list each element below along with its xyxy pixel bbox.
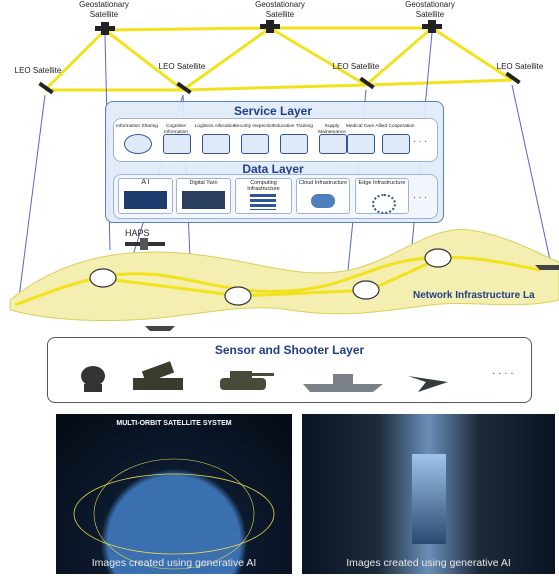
haps-icon — [125, 238, 165, 250]
leo-satellite-icon — [359, 76, 375, 90]
server-rack-icon — [250, 194, 276, 210]
data-item-digital-twin: Digital Twin — [176, 178, 231, 214]
leo-satellite-label: LEO Satellite — [14, 66, 62, 75]
leo-satellite-icon — [505, 71, 521, 85]
data-layer-title: Data Layer — [242, 162, 304, 176]
multi-orbit-title: MULTI-ORBIT SATELLITE SYSTEM — [116, 420, 232, 427]
leo-satellite-label: LEO Satellite — [158, 62, 206, 71]
network-infrastructure-label: Network Infrastructure La — [413, 290, 535, 301]
data-item-edge-infrastructure: Edge Infrastructure — [355, 178, 409, 214]
digital-twin-image — [182, 191, 225, 209]
camera-icon — [241, 134, 269, 154]
orbit-rings — [73, 458, 275, 570]
fighter-jet-icon — [408, 376, 448, 392]
network-terrain — [9, 229, 559, 322]
syringe-icon — [347, 134, 375, 154]
service-item-supply-maintenance: Supply Maintenance — [315, 124, 349, 154]
ship-icons — [145, 265, 559, 331]
graduation-cap-icon — [280, 134, 308, 154]
service-item-cognitive-information: Cognitive Information — [159, 124, 193, 154]
cloud-icon — [311, 194, 335, 208]
data-item-cloud-infrastructure: Cloud Infrastructure — [296, 178, 350, 214]
satellite-links — [43, 26, 513, 92]
network-nodes — [89, 248, 452, 306]
service-item-logistics-allocation: Logistics Allocation — [195, 124, 235, 154]
haps-label: HAPS — [125, 228, 150, 238]
geo-satellite-label: Geostationary Satellite — [405, 0, 455, 19]
geo-satellite-icon — [422, 20, 442, 33]
data-center-image: Images created using generative AI — [302, 414, 555, 574]
service-item-information-sharing: Information Sharing — [116, 124, 158, 154]
network-nodes-icon — [372, 194, 396, 214]
service-layer-title: Service Layer — [233, 104, 313, 118]
calculator-icon — [202, 134, 230, 154]
geo-satellite-label: Geostationary Satellite — [255, 0, 305, 19]
radar-dish-icon — [81, 366, 105, 392]
warship-icon — [303, 374, 383, 392]
leo-satellite-icon — [38, 81, 54, 95]
data-item-ai: A I — [118, 178, 173, 214]
left-image-caption: Images created using generative AI — [91, 557, 257, 569]
geo-satellite-label: Geostationary Satellite — [79, 0, 129, 19]
service-item-allied-cooperation: Allied Cooperation — [375, 124, 415, 154]
leo-satellite-icon — [176, 81, 192, 95]
data-more: · · · — [413, 192, 427, 202]
geo-satellite-icon — [95, 22, 115, 35]
multi-orbit-image: MULTI-ORBIT SATELLITE SYSTEM Images crea… — [56, 414, 292, 574]
sensor-shooter-layer: Sensor and Shooter Layer · · · · — [47, 337, 532, 403]
sensor-shooter-icons — [81, 361, 448, 392]
ai-image — [124, 191, 167, 209]
leo-satellite-label: LEO Satellite — [496, 62, 544, 71]
service-item-medical-care: Medical Care — [343, 124, 377, 154]
information-sharing-icon — [124, 134, 152, 154]
missile-launcher-icon — [133, 361, 183, 390]
tank-icon — [220, 371, 274, 390]
data-item-computing-infrastructure: Computing Infrastructure — [235, 178, 292, 214]
service-item-education-training: Education Training — [273, 124, 313, 154]
geo-satellite-icon — [260, 20, 280, 33]
sensor-more: · · · · — [492, 368, 514, 379]
satellite-icons — [38, 20, 521, 95]
service-more: · · · — [413, 136, 427, 146]
chat-icon — [163, 134, 191, 154]
conversation-icon — [382, 134, 410, 154]
tools-icon — [319, 134, 347, 154]
service-item-security-inspection: Security Inspection — [234, 124, 274, 154]
sensor-shooter-title: Sensor and Shooter Layer — [214, 343, 365, 357]
server-aisle — [412, 454, 446, 544]
leo-satellite-label: LEO Satellite — [332, 62, 380, 71]
right-image-caption: Images created using generative AI — [346, 557, 511, 569]
